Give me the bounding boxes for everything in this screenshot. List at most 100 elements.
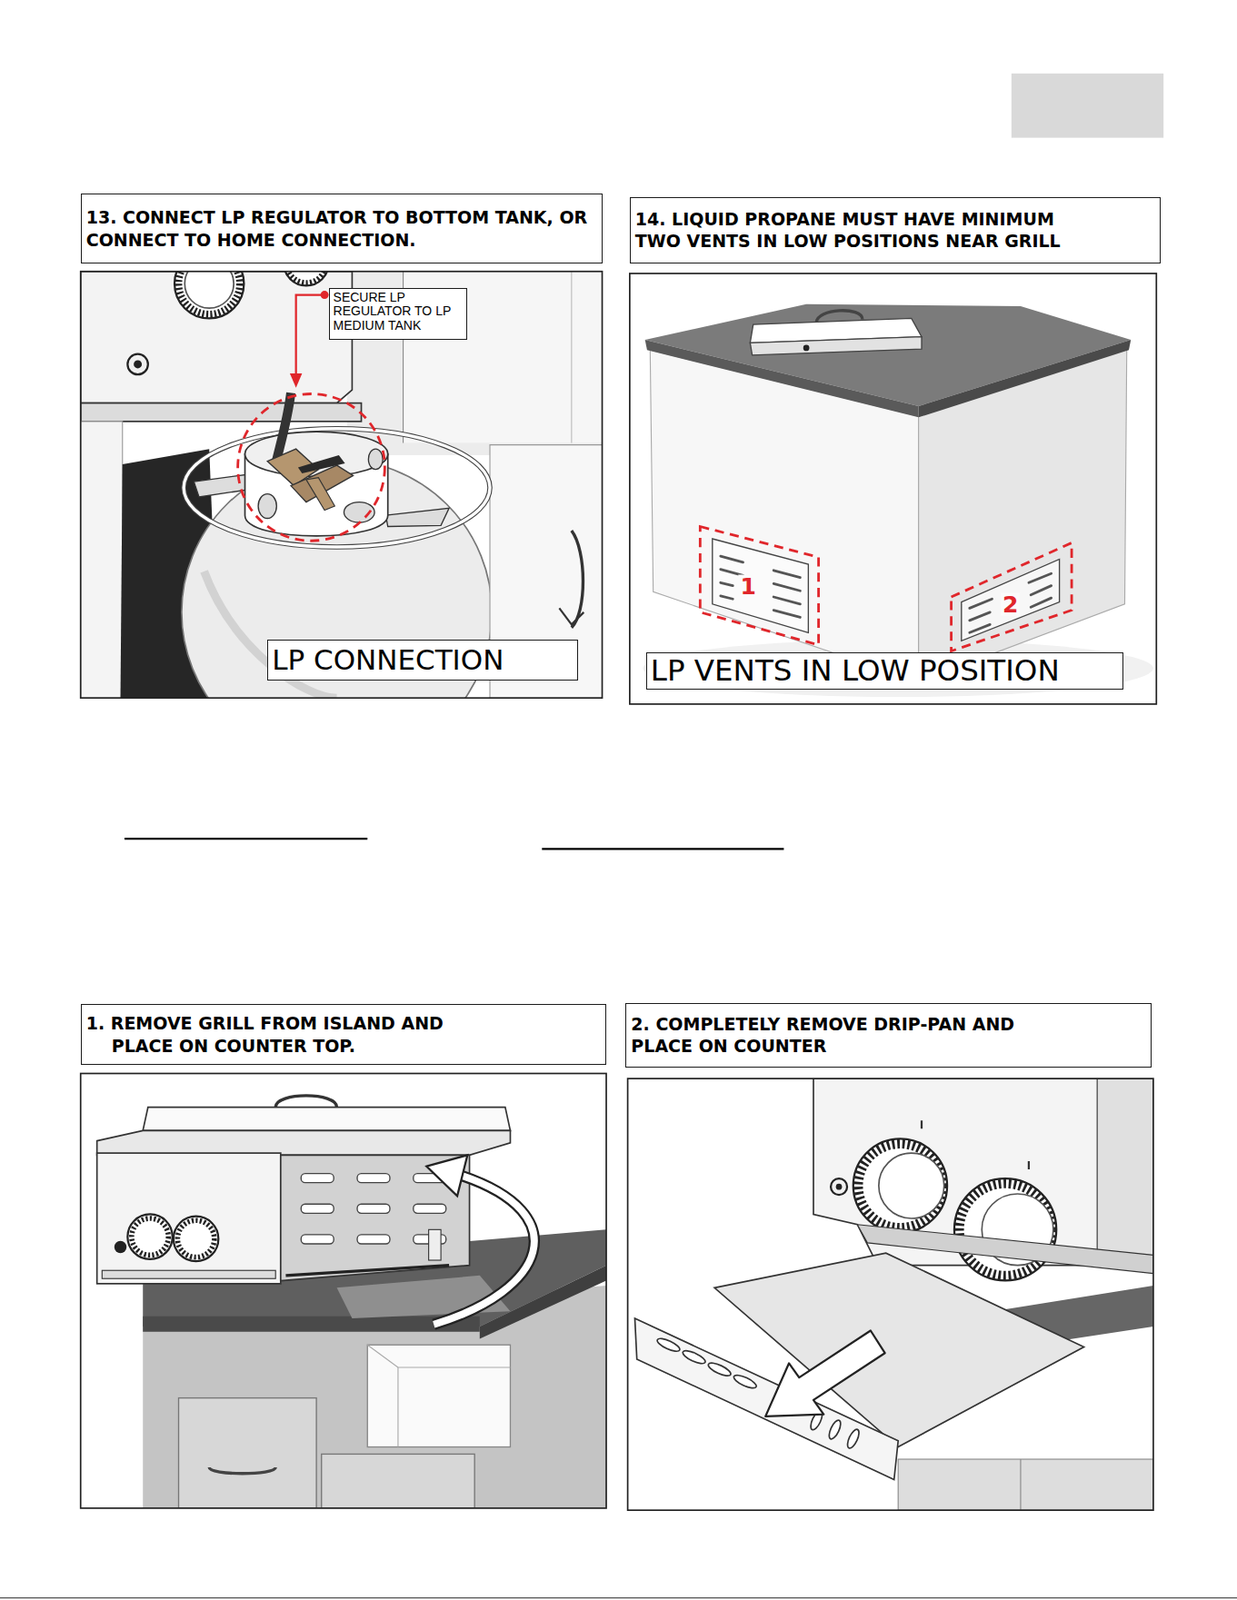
- drip-pan-illustration-part-part: [827, 1418, 844, 1441]
- island-vents-illustration-part-part: [720, 556, 744, 563]
- drip-pan-illustration-part: [655, 1336, 861, 1450]
- drip-pan-illustration-part: [920, 1120, 923, 1129]
- blank-underline: [541, 847, 784, 850]
- step-heading-text: 2. COMPLETELY REMOVE DRIP-PAN AND PLACE …: [630, 1013, 1058, 1058]
- drip-pan-illustration-part: [897, 1459, 1154, 1511]
- grill-removal-illustration-part: [142, 1286, 607, 1509]
- drip-pan-illustration-part-part: [680, 1348, 707, 1367]
- lp-tank-illustration-part: [183, 428, 490, 548]
- grill-removal-illustration-part: [433, 1176, 535, 1326]
- lp-tank-illustration-part: [184, 271, 234, 309]
- island-vents-illustration-part: [951, 542, 1073, 651]
- grill-removal-illustration-part-part: [413, 1204, 447, 1214]
- grill-removal-illustration-part: [114, 1241, 127, 1254]
- step-heading-text: 13. CONNECT LP REGULATOR TO BOTTOM TANK,…: [86, 206, 598, 251]
- grill-removal-illustration-part: [97, 1153, 281, 1285]
- lp-tank-illustration-part: [287, 271, 327, 283]
- lp-tank-illustration-part: [385, 508, 449, 527]
- grill-removal-illustration-part: [101, 1270, 276, 1279]
- island-vents-illustration-part-part: [969, 598, 993, 609]
- drip-pan-illustration-part: [1097, 1078, 1154, 1267]
- lp-tank-illustration-part: [306, 478, 335, 511]
- image-frame: [628, 1078, 1154, 1511]
- callout-number: 2: [1000, 592, 1020, 616]
- drip-pan-illustration-part: [954, 1178, 1057, 1281]
- island-vents-illustration-part: [712, 538, 809, 633]
- island-vents-illustration-part: [699, 527, 819, 646]
- lp-tank-illustration-part: [289, 373, 302, 389]
- drip-pan-illustration-part-part: [845, 1427, 862, 1450]
- drip-pan-illustration-part: [878, 1153, 945, 1219]
- grill-removal-illustration-part: [177, 1220, 214, 1257]
- view-caption-box: LP VENTS IN LOW POSITION: [646, 652, 1124, 691]
- island-vents-illustration-part-part: [720, 582, 733, 586]
- drip-pan-illustration-part-part: [655, 1336, 681, 1355]
- grill-removal-illustration-part: [321, 1454, 475, 1509]
- step-heading: 14. LIQUID PROPANE MUST HAVE MINIMUM TWO…: [629, 197, 1161, 264]
- lp-tank-illustration-part: [296, 295, 323, 377]
- page-art: [0, 73, 1237, 1599]
- lp-tank-illustration-part: [570, 271, 572, 444]
- image-frame: [80, 1073, 607, 1508]
- grill-removal-illustration-part: [142, 1316, 480, 1333]
- grill-removal-illustration-part: [367, 1345, 399, 1368]
- callout-number: 1: [738, 574, 758, 598]
- grill-removal-illustration-part: [280, 1155, 470, 1281]
- drip-pan-illustration-part: [765, 1331, 885, 1417]
- grill-removal-illustration-part-part: [300, 1174, 334, 1184]
- grill-removal-illustration-part: [397, 1367, 399, 1448]
- drip-pan-illustration-part: [853, 1138, 948, 1233]
- island-vents-illustration-part-part: [720, 596, 733, 599]
- island-vents-illustration-part: [645, 304, 1132, 407]
- lp-tank-illustration-part: [80, 403, 362, 422]
- grill-removal-illustration-part: [179, 1398, 318, 1509]
- grill-removal-illustration-part-part: [300, 1235, 334, 1245]
- lp-tank-illustration-part: [245, 431, 389, 477]
- island-vents-illustration-part: [749, 337, 922, 356]
- grill-removal-illustration-part-part: [357, 1174, 390, 1184]
- island-vents-illustration-part-part: [1028, 573, 1052, 583]
- grill-removal-illustration-part: [433, 1176, 535, 1326]
- lp-tank-illustration-part: [80, 421, 123, 699]
- island-vents-illustration-part-part: [773, 583, 800, 591]
- lp-tank-illustration-part: [558, 608, 584, 625]
- grill-removal-illustration: [80, 1073, 607, 1508]
- view-caption-box-text: LP VENTS IN LOW POSITION: [650, 656, 1119, 687]
- grill-removal-illustration-part: [209, 1467, 276, 1475]
- step-heading: 13. CONNECT LP REGULATOR TO BOTTOM TANK,…: [80, 193, 603, 263]
- drip-pan-illustration-part: [628, 1078, 1154, 1511]
- callout-box: SECURE LP REGULATOR TO LP MEDIUM TANK: [329, 288, 469, 340]
- grill-removal-illustration-part: [131, 1218, 169, 1256]
- lp-tank-illustration-part: [258, 494, 277, 519]
- lp-tank-illustration-part: [283, 271, 329, 287]
- blank-underline: [124, 837, 368, 840]
- callout-box-text: SECURE LP REGULATOR TO LP MEDIUM TANK: [333, 290, 464, 334]
- grill-removal-illustration-part: [80, 1073, 607, 1508]
- grill-removal-illustration-part: [426, 1155, 468, 1197]
- step-heading: 1. REMOVE GRILL FROM ISLAND AND PLACE ON…: [80, 1004, 607, 1066]
- grill-removal-illustration-part: [367, 1345, 510, 1447]
- lp-tank-illustration-part: [183, 428, 490, 548]
- step-heading-text: 14. LIQUID PROPANE MUST HAVE MINIMUM TWO…: [635, 208, 1095, 253]
- grill-removal-illustration-part: [97, 1130, 511, 1156]
- lp-tank-illustration-part: [320, 290, 330, 300]
- image-frame: [80, 271, 603, 699]
- island-vents-illustration-part: [816, 310, 863, 323]
- island-vents-illustration-part-part: [773, 597, 800, 605]
- drip-pan-illustration-part: [836, 1184, 843, 1191]
- drip-pan-illustration-part: [1019, 1459, 1021, 1511]
- grill-removal-illustration-part-part: [300, 1204, 334, 1214]
- island-vents-illustration-part: [720, 556, 801, 618]
- drip-pan-illustration-part-part: [707, 1360, 733, 1379]
- step-heading: 2. COMPLETELY REMOVE DRIP-PAN AND PLACE …: [625, 1003, 1151, 1068]
- drip-pan-illustration-part: [830, 1178, 848, 1196]
- grill-removal-illustration-part: [142, 1107, 510, 1132]
- lp-tank-illustration-part: [298, 455, 346, 474]
- drip-pan-illustration-part: [634, 1318, 898, 1480]
- lp-tank-illustration-part: [133, 359, 142, 369]
- island-vents-illustration-part-part: [969, 624, 990, 633]
- grill-removal-illustration-part: [173, 1217, 219, 1262]
- lp-tank-illustration-part: [368, 448, 383, 469]
- island-vents-illustration-part-part: [773, 570, 800, 579]
